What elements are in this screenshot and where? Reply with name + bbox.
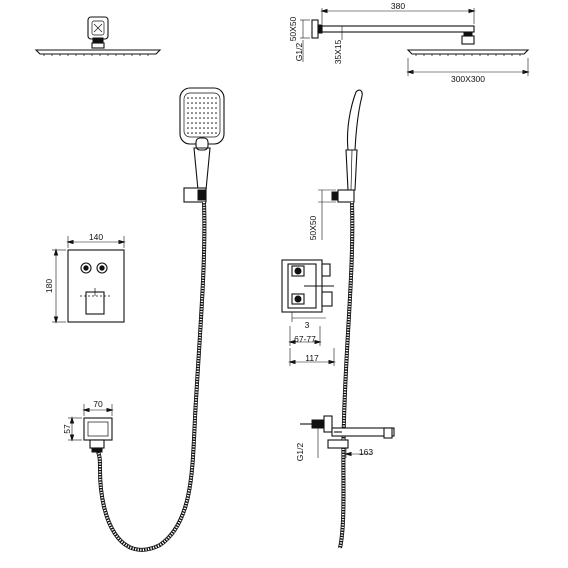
wall-outlet-height-label: 57: [62, 424, 72, 434]
head-size-label: 300X300: [451, 74, 485, 84]
hose-right: [338, 201, 355, 549]
wall-outlet-width-label: 70: [93, 399, 103, 409]
valve-depth-total-label: 117: [305, 353, 319, 363]
holder-size-label: 50X50: [308, 215, 318, 240]
spout-length-label: 163: [359, 447, 373, 457]
overhead-shower-side-view: [300, 8, 530, 76]
valve-plate-front-view: [52, 236, 126, 324]
hose-left: [96, 201, 207, 552]
overhead-shower-front-view: [34, 16, 162, 56]
thread-top-label: G1/2: [294, 43, 304, 62]
valve-width-label: 140: [89, 232, 103, 242]
valve-depth-range-label: 67-77: [294, 334, 316, 344]
valve-body-side-view: [281, 259, 336, 366]
arm-length-label: 380: [391, 1, 405, 11]
valve-height-label: 180: [44, 279, 54, 293]
valve-depth-small-label: 3: [305, 320, 310, 330]
hand-shower-side-view: [318, 89, 363, 240]
arm-section-label: 35X15: [333, 39, 343, 64]
wall-outlet-front-view: [68, 404, 114, 453]
thread-bottom-label: G1/2: [295, 443, 305, 462]
flange-size-label: 50X50: [288, 16, 298, 41]
spout-side-view: [300, 415, 395, 458]
hand-shower-front-view: [179, 87, 225, 203]
